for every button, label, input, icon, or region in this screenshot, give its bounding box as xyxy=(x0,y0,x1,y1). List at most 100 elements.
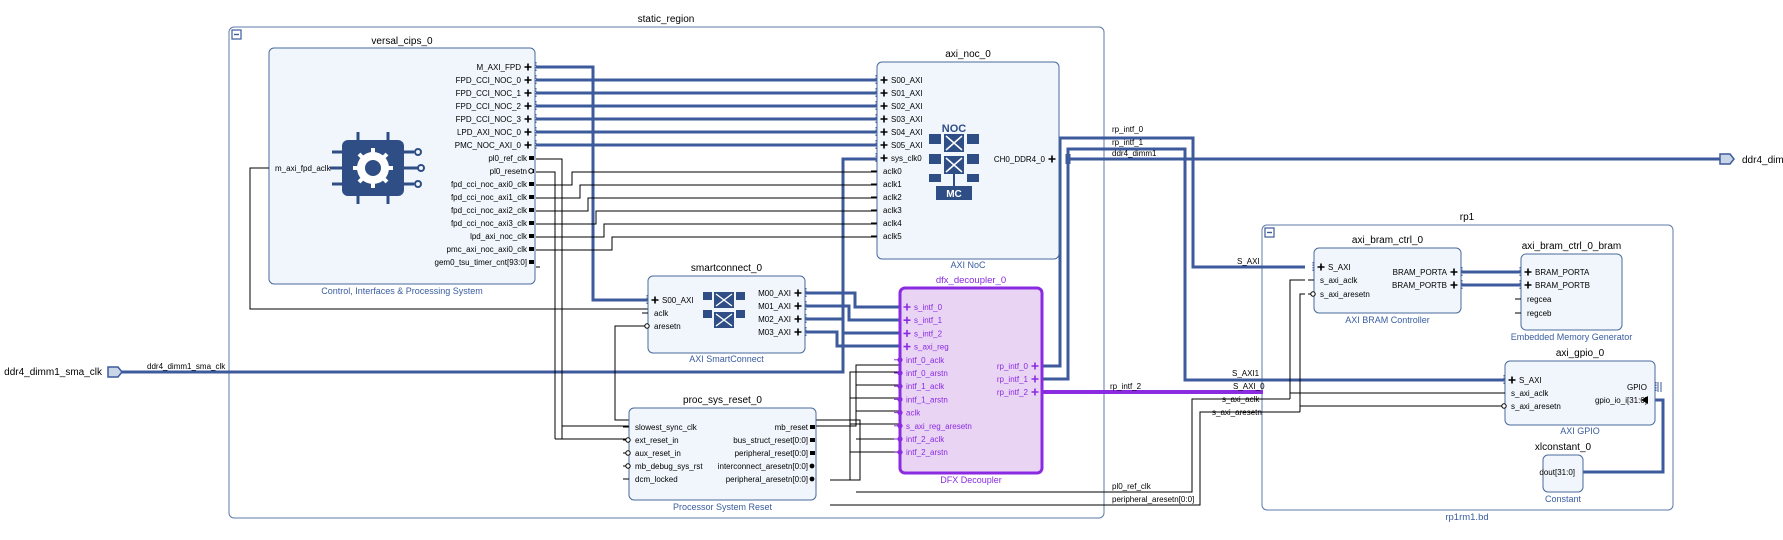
port-gem0-tsu-timer-cnt-93-0-[interactable]: gem0_tsu_timer_cnt[93:0] xyxy=(435,258,535,267)
port-aux-reset-in[interactable]: aux_reset_in xyxy=(623,449,681,458)
port-peripheral-reset-0-0-[interactable]: peripheral_reset[0:0] xyxy=(735,449,815,458)
port-aclk[interactable]: aclk xyxy=(894,409,921,418)
port-ddr4-dimm1-sma-clk[interactable]: ddr4_dimm1_sma_clk xyxy=(4,366,123,378)
port-rp-intf-2[interactable]: rp_intf_2 xyxy=(997,387,1044,397)
port-aclk0[interactable]: aclk0 xyxy=(871,167,902,176)
bus-m-axi-fpd[interactable] xyxy=(536,65,648,302)
port-s05-axi[interactable]: S05_AXI xyxy=(875,140,923,150)
port-m01-axi[interactable]: M01_AXI xyxy=(758,301,807,311)
port-fpd-cci-noc-1[interactable]: FPD_CCI_NOC_1 xyxy=(456,88,537,98)
bus-m00[interactable] xyxy=(804,291,900,309)
port-fpd-cci-noc-axi1-clk[interactable]: fpd_cci_noc_axi1_clk xyxy=(451,193,534,202)
port-pmc-noc-axi-0[interactable]: PMC_NOC_AXI_0 xyxy=(455,140,537,150)
port-s00-axi[interactable]: S00_AXI xyxy=(646,295,694,305)
port-s00-axi[interactable]: S00_AXI xyxy=(875,75,923,85)
port-aclk3[interactable]: aclk3 xyxy=(871,206,902,215)
port-regcea[interactable]: regcea xyxy=(1515,295,1552,304)
bus-m01[interactable] xyxy=(804,304,900,322)
port-m-axi-fpd-aclk[interactable]: m_axi_fpd_aclk xyxy=(263,164,332,173)
port-ch0-ddr4-0[interactable]: CH0_DDR4_0 xyxy=(994,154,1061,164)
port-intf-0-arstn[interactable]: intf_0_arstn xyxy=(894,369,948,378)
port-intf-1-arstn[interactable]: intf_1_arstn xyxy=(894,395,948,404)
port-s-axi-reg-aresetn[interactable]: s_axi_reg_aresetn xyxy=(894,422,972,431)
port-aclk1[interactable]: aclk1 xyxy=(871,180,902,189)
bus-rp-intf-0[interactable] xyxy=(1042,136,1305,368)
bus-sma-clk[interactable] xyxy=(121,157,878,374)
port-s-axi[interactable]: S_AXI xyxy=(1503,375,1542,385)
port-m03-axi[interactable]: M03_AXI xyxy=(758,327,807,337)
port-aclk[interactable]: aclk xyxy=(642,309,669,318)
port-s03-axi[interactable]: S03_AXI xyxy=(875,114,923,124)
port-dcm-locked[interactable]: dcm_locked xyxy=(623,475,678,484)
port-slowest-sync-clk[interactable]: slowest_sync_clk xyxy=(623,423,698,432)
port-s-intf-0[interactable]: s_intf_0 xyxy=(898,302,943,312)
port-s-intf-1[interactable]: s_intf_1 xyxy=(898,315,943,325)
port-bram-porta[interactable]: BRAM_PORTA xyxy=(1393,267,1463,277)
port-label: CH0_DDR4_0 xyxy=(994,155,1046,164)
bus-m02[interactable] xyxy=(804,317,900,335)
port-m00-axi[interactable]: M00_AXI xyxy=(758,288,807,298)
port-pl0-ref-clk[interactable]: pl0_ref_clk xyxy=(488,154,534,163)
port-s-axi-aclk[interactable]: s_axi_aclk xyxy=(1308,276,1358,285)
port-fpd-cci-noc-2[interactable]: FPD_CCI_NOC_2 xyxy=(456,101,537,111)
port-s-axi-aresetn[interactable]: s_axi_aresetn xyxy=(1499,402,1561,411)
port-m-axi-fpd[interactable]: M_AXI_FPD xyxy=(477,62,537,72)
rp1-region[interactable]: rp1 rp1rm1.bd xyxy=(1261,212,1674,523)
port-mb-reset[interactable]: mb_reset xyxy=(775,423,815,432)
port-bram-porta[interactable]: BRAM_PORTA xyxy=(1519,267,1590,277)
port-dout-31-0-[interactable]: dout[31:0] xyxy=(1539,468,1575,477)
port-bus-struct-reset-0-0-[interactable]: bus_struct_reset[0:0] xyxy=(733,436,815,445)
port-s-axi[interactable]: S_AXI xyxy=(1312,262,1351,272)
port-rp-intf-1[interactable]: rp_intf_1 xyxy=(997,374,1044,384)
port-m02-axi[interactable]: M02_AXI xyxy=(758,314,807,324)
port-pmc-axi-noc-axi0-clk[interactable]: pmc_axi_noc_axi0_clk xyxy=(447,245,535,254)
port-ddr4-dimm1[interactable]: ddr4_dimm1 xyxy=(1719,153,1783,166)
port-s-axi-aclk[interactable]: s_axi_aclk xyxy=(1499,389,1549,398)
port-gpio[interactable]: GPIO xyxy=(1627,382,1657,392)
port-aresetn[interactable]: aresetn xyxy=(642,322,681,331)
port-intf-1-aclk[interactable]: intf_1_aclk xyxy=(894,382,945,391)
port-pl0-resetn[interactable]: pl0_resetn xyxy=(490,167,534,176)
port-aclk4[interactable]: aclk4 xyxy=(871,219,902,228)
port-fpd-cci-noc-axi0-clk[interactable]: fpd_cci_noc_axi0_clk xyxy=(451,180,534,189)
bus-rp-intf-1[interactable] xyxy=(1042,147,1505,382)
port-lpd-axi-noc-0[interactable]: LPD_AXI_NOC_0 xyxy=(457,127,537,137)
port-intf-2-arstn[interactable]: intf_2_arstn xyxy=(894,448,948,457)
port-bram-portb[interactable]: BRAM_PORTB xyxy=(1519,280,1590,290)
port-s-intf-2[interactable]: s_intf_2 xyxy=(898,328,943,339)
port-fpd-cci-noc-3[interactable]: FPD_CCI_NOC_3 xyxy=(456,114,537,124)
bus-const[interactable] xyxy=(1582,398,1665,474)
port-gpio-io-i-31-0-[interactable]: gpio_io_i[31:0] xyxy=(1595,396,1647,405)
port-s02-axi[interactable]: S02_AXI xyxy=(875,101,923,111)
port-rp-intf-0[interactable]: rp_intf_0 xyxy=(997,361,1044,371)
port-aclk2[interactable]: aclk2 xyxy=(871,193,902,202)
port-sys-clk0[interactable]: sys_clk0 xyxy=(875,153,922,163)
port-intf-0-aclk[interactable]: intf_0_aclk xyxy=(894,356,945,365)
port-lpd-axi-noc-clk[interactable]: lpd_axi_noc_clk xyxy=(470,232,534,241)
bus-m03[interactable] xyxy=(804,330,900,348)
port-fpd-cci-noc-axi2-clk[interactable]: fpd_cci_noc_axi2_clk xyxy=(451,206,534,215)
port-s04-axi[interactable]: S04_AXI xyxy=(875,127,923,137)
port-s01-axi[interactable]: S01_AXI xyxy=(875,88,923,98)
port-aclk5[interactable]: aclk5 xyxy=(871,232,902,241)
port-intf-2-aclk[interactable]: intf_2_aclk xyxy=(894,435,945,444)
port-s-axi-aresetn[interactable]: s_axi_aresetn xyxy=(1308,290,1370,299)
port-mb-debug-sys-rst[interactable]: mb_debug_sys_rst xyxy=(623,462,703,471)
port-regceb[interactable]: regceb xyxy=(1515,309,1552,318)
port-s-axi-reg[interactable]: s_axi_reg xyxy=(898,341,949,352)
port-ext-reset-in[interactable]: ext_reset_in xyxy=(623,436,679,445)
port-fpd-cci-noc-axi3-clk[interactable]: fpd_cci_noc_axi3_clk xyxy=(451,219,534,228)
port-interconnect-aresetn-0-0-[interactable]: interconnect_aresetn[0:0] xyxy=(718,462,815,471)
port-bram-portb[interactable]: BRAM_PORTB xyxy=(1392,280,1463,290)
port-peripheral-aresetn-0-0-[interactable]: peripheral_aresetn[0:0] xyxy=(726,475,815,484)
static-region[interactable]: static_region xyxy=(228,14,1105,519)
port-fpd-cci-noc-0[interactable]: FPD_CCI_NOC_0 xyxy=(456,75,537,85)
